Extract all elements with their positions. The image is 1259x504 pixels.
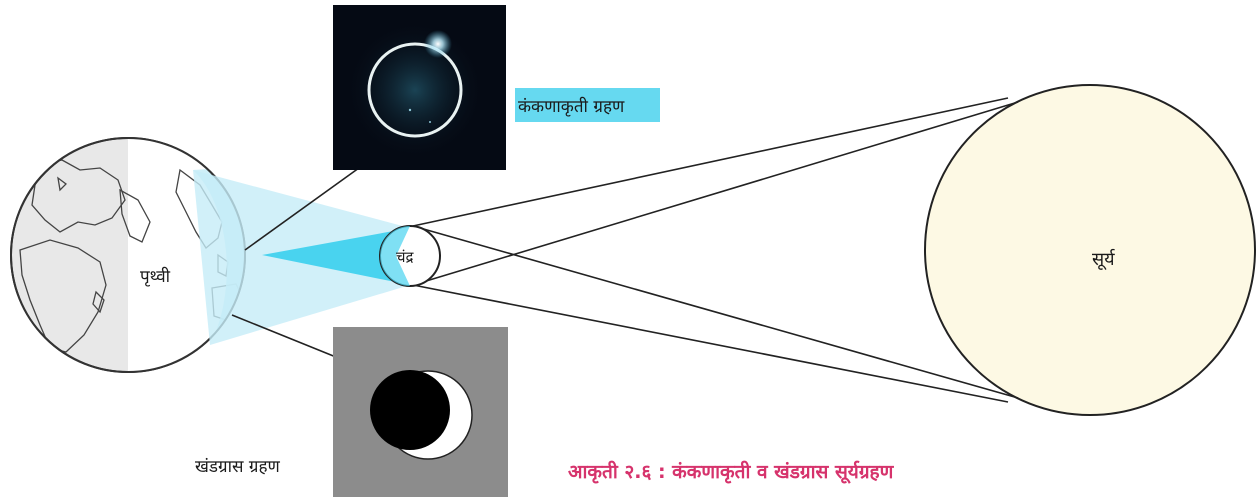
sun-flare [424,30,452,58]
label-moon: चंद्र [396,248,415,266]
partial-moon-disc [370,370,450,450]
label-sun: सूर्य [1092,248,1116,270]
partial-eclipse-graphic [333,327,508,497]
figure-caption: आकृती २.६ : कंकणाकृती व खंडग्रास सूर्यग्… [568,460,895,484]
sun [925,85,1255,415]
annular-eclipse-photo [333,5,506,170]
label-partial-eclipse: खंडग्रास ग्रहण [195,457,281,477]
label-annular-eclipse: कंकणाकृती ग्रहण [518,96,625,117]
label-earth: पृथ्वी [140,266,171,287]
